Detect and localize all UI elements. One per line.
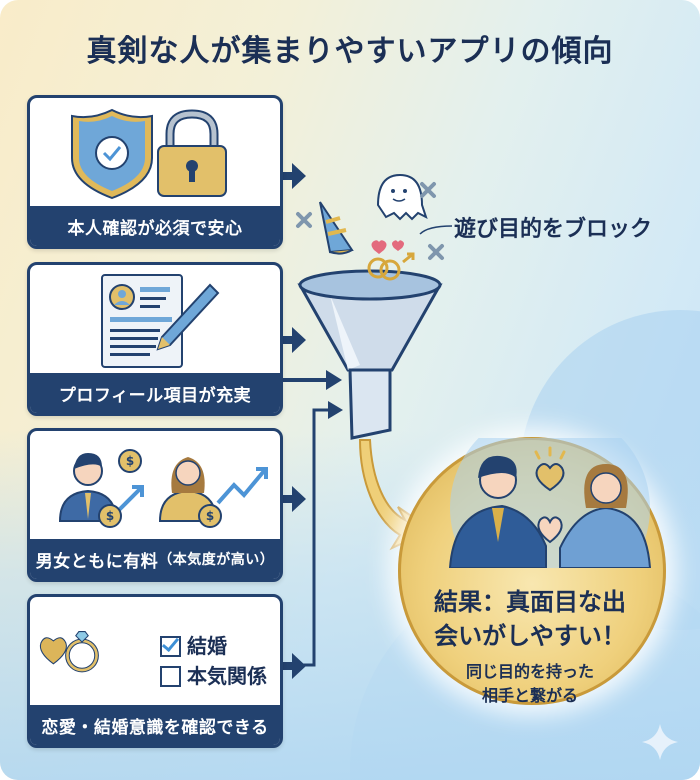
- checkbox-checked-icon: [160, 635, 181, 657]
- card-illustration: [71, 108, 227, 200]
- card-label: プロフィール項目が充実: [30, 373, 280, 413]
- gold-heart-icon: [535, 463, 565, 492]
- block-casual-label: 遊び目的をブロック: [454, 217, 653, 242]
- card-illustration: [39, 631, 99, 673]
- result-subtitle: 同じ目的を持った 相手と繋がる: [400, 660, 660, 708]
- coin-icon: [98, 449, 222, 528]
- funnel-icon: [297, 269, 443, 440]
- rings-icon: [367, 252, 415, 281]
- checkbox-empty-icon: [160, 665, 181, 687]
- card-label-note: （本気度が高い）: [158, 552, 275, 568]
- shield-check-icon: [71, 108, 153, 200]
- intent-checklist: 結婚 本気関係: [160, 631, 267, 691]
- svg-text:$: $: [126, 454, 134, 468]
- rising-arrow-icon: [116, 467, 268, 513]
- card-illustration: $ $ $: [58, 449, 268, 528]
- card-illustration: [101, 274, 220, 368]
- result-subtitle-line: 同じ目的を持った: [465, 662, 594, 681]
- feature-card-paid-both: $ $ $ 男女ともに有料（本気度が高い）: [27, 428, 283, 582]
- card-label: 本人確認が必須で安心: [30, 206, 280, 246]
- pen-icon: [156, 283, 220, 351]
- close-x-icon: [296, 182, 444, 260]
- padlock-icon: [157, 109, 227, 197]
- checklist-item-label: 本気関係: [187, 664, 267, 688]
- sparkle-icon: [642, 724, 678, 760]
- couple-heart-hands-icon: [448, 438, 652, 568]
- heart-icon-small: [371, 240, 404, 254]
- feature-card-identity-verification: 本人確認が必須で安心: [27, 95, 283, 249]
- result-title-line: 結果：真面目な出: [434, 588, 626, 616]
- heart-icon: [39, 637, 67, 665]
- feature-card-profile-details: プロフィール項目が充実: [27, 262, 283, 416]
- checklist-item-serious: 本気関係: [160, 661, 267, 691]
- checklist-item-label: 結婚: [187, 634, 227, 658]
- result-title-line: 会いがしやすい！: [434, 622, 626, 650]
- party-hat-icon: [319, 201, 354, 255]
- feature-card-intent-check: 結婚 本気関係 恋愛・結婚意識を確認できる: [27, 594, 283, 748]
- checklist-item-marriage: 結婚: [160, 631, 267, 661]
- profile-document-icon: [101, 274, 183, 368]
- svg-text:$: $: [106, 509, 114, 523]
- label-pointer-line: [419, 225, 453, 235]
- card-label-main: 男女ともに有料: [35, 551, 159, 572]
- result-title: 結果：真面目な出 会いがしやすい！: [400, 585, 660, 653]
- result-subtitle-line: 相手と繋がる: [481, 686, 578, 705]
- svg-text:$: $: [206, 509, 214, 523]
- diamond-ring-icon: [65, 631, 99, 673]
- card-label: 男女ともに有料（本気度が高い）: [30, 539, 280, 579]
- page-title: 真剣な人が集まりやすいアプリの傾向: [86, 34, 614, 69]
- card-label: 恋愛・結婚意識を確認できる: [30, 705, 280, 745]
- ghost-icon: [376, 173, 428, 221]
